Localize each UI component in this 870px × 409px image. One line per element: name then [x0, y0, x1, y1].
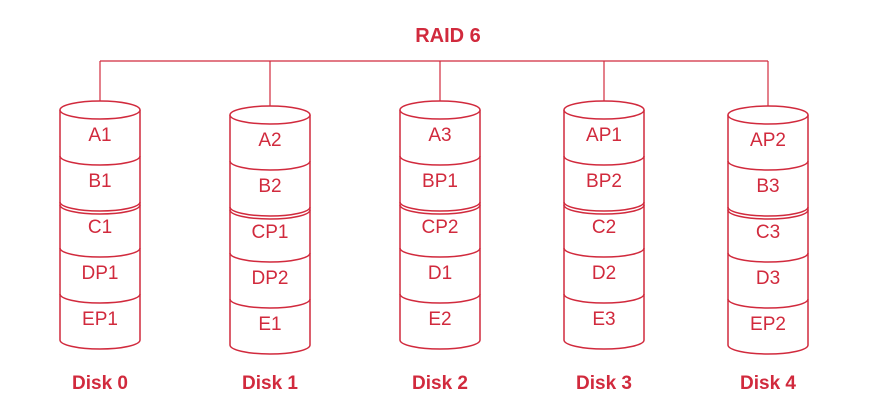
- disk-cylinder-top: [399, 100, 481, 120]
- disk-label: Disk 1: [242, 373, 298, 394]
- block-label: BP1: [422, 171, 458, 192]
- block-label: E2: [428, 309, 451, 330]
- block-label: B1: [88, 171, 111, 192]
- disk-cylinder-top: [59, 100, 141, 120]
- disk-label: Disk 2: [412, 373, 468, 394]
- segment-divider: [229, 252, 311, 263]
- block-label: EP2: [750, 314, 786, 335]
- block-label: DP2: [252, 268, 289, 289]
- disk-label: Disk 0: [72, 373, 128, 394]
- segment-divider: [59, 201, 141, 212]
- block-label: B2: [258, 176, 281, 197]
- segment-divider: [727, 209, 809, 220]
- block-label: C1: [88, 217, 112, 238]
- segment-divider: [59, 247, 141, 258]
- segment-divider: [229, 209, 311, 220]
- block-label: A3: [428, 125, 451, 146]
- block-label: A1: [88, 125, 111, 146]
- segment-divider: [399, 247, 481, 258]
- segment-divider: [229, 298, 311, 309]
- block-label: BP2: [586, 171, 622, 192]
- segment-divider: [399, 201, 481, 212]
- segment-divider: [399, 155, 481, 166]
- segment-divider: [59, 155, 141, 166]
- disk-cylinder-body: [727, 115, 809, 355]
- block-label: CP1: [252, 222, 289, 243]
- disk-label: Disk 3: [576, 373, 632, 394]
- block-label: B3: [756, 176, 779, 197]
- segment-divider: [727, 298, 809, 309]
- segment-divider: [229, 160, 311, 171]
- connector-lines: [99, 60, 769, 106]
- segment-divider: [59, 293, 141, 304]
- block-label: D2: [592, 263, 616, 284]
- disk-cylinder-body: [59, 110, 141, 350]
- segment-divider: [563, 155, 645, 166]
- block-label: C3: [756, 222, 780, 243]
- block-label: A2: [258, 130, 281, 151]
- segment-divider: [727, 160, 809, 171]
- segment-divider: [727, 252, 809, 263]
- block-label: EP1: [82, 309, 118, 330]
- block-label: E1: [258, 314, 281, 335]
- segment-divider: [563, 201, 645, 212]
- segment-divider: [727, 206, 809, 217]
- block-label: CP2: [422, 217, 459, 238]
- block-label: AP2: [750, 130, 786, 151]
- block-label: E3: [592, 309, 615, 330]
- disk-cylinder-body: [563, 110, 645, 350]
- disk-cylinder-top: [727, 105, 809, 125]
- segment-divider: [563, 293, 645, 304]
- block-label: D3: [756, 268, 780, 289]
- segment-divider: [59, 204, 141, 215]
- segment-divider: [399, 293, 481, 304]
- disk-cylinder-body: [399, 110, 481, 350]
- disk-cylinder-top: [229, 105, 311, 125]
- block-label: D1: [428, 263, 452, 284]
- block-label: DP1: [82, 263, 119, 284]
- block-label: C2: [592, 217, 616, 238]
- segment-divider: [229, 206, 311, 217]
- segment-divider: [563, 247, 645, 258]
- block-label: AP1: [586, 125, 622, 146]
- segment-divider: [399, 204, 481, 215]
- disk-cylinder-body: [229, 115, 311, 355]
- segment-divider: [563, 204, 645, 215]
- diagram-title: RAID 6: [415, 25, 481, 47]
- disk-cylinder-top: [563, 100, 645, 120]
- disk-label: Disk 4: [740, 373, 796, 394]
